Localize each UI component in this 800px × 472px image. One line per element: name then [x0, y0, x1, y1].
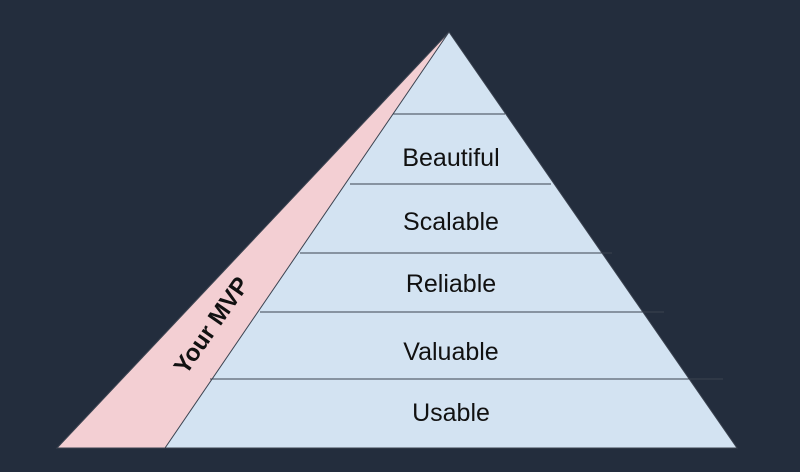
- layer-label-valuable: Valuable: [403, 338, 498, 366]
- layer-label-reliable: Reliable: [406, 270, 496, 298]
- layer-label-scalable: Scalable: [403, 208, 499, 236]
- mvp-slice: [55, 31, 450, 449]
- layer-label-usable: Usable: [412, 399, 490, 427]
- layer-label-beautiful: Beautiful: [402, 144, 499, 172]
